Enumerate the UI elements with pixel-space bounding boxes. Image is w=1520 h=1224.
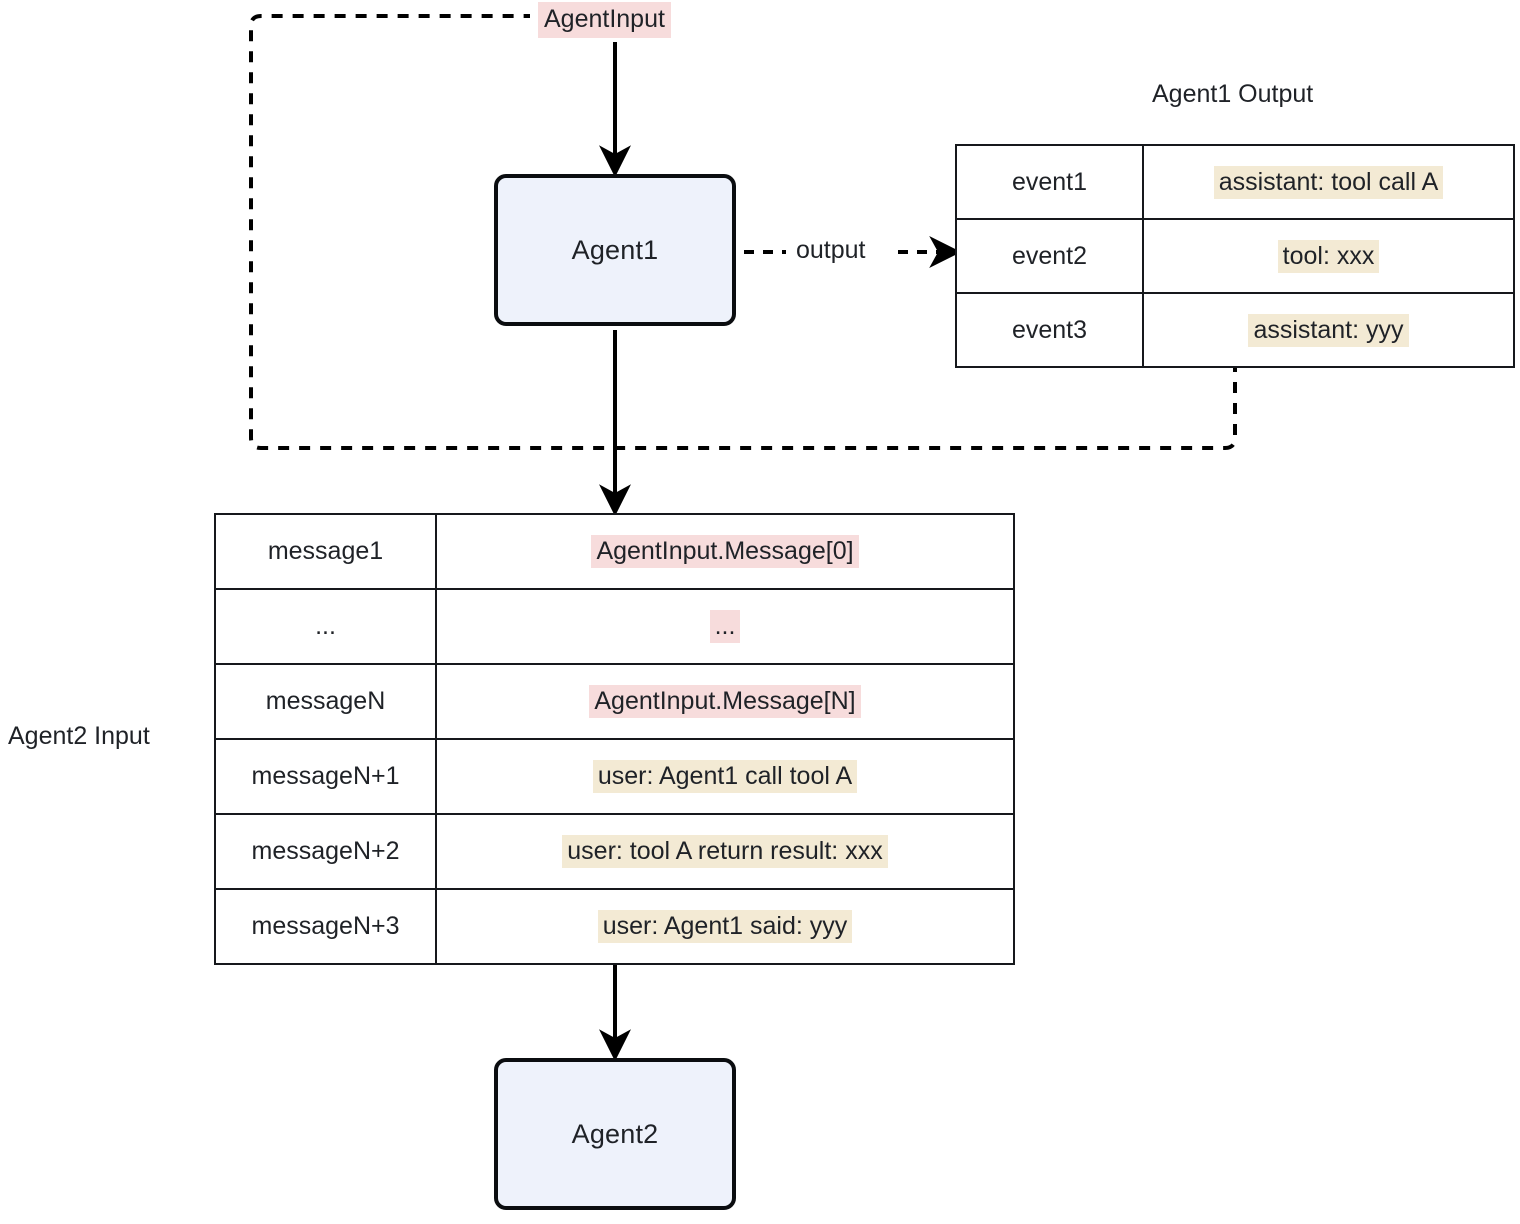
value-highlight: assistant: yyy: [1248, 313, 1409, 347]
value-highlight: tool: xxx: [1277, 239, 1380, 273]
agent2-input-value: ...: [435, 588, 1015, 665]
table-row: event2 tool: xxx: [955, 218, 1515, 294]
table-row: messageN+2 user: tool A return result: x…: [214, 813, 1015, 890]
agent2-input-key: messageN+3: [214, 888, 437, 965]
agent1-output-value: tool: xxx: [1142, 218, 1515, 294]
agent-input-label: AgentInput: [538, 2, 671, 38]
node-agent2-label: Agent2: [571, 1118, 659, 1149]
value-highlight: user: Agent1 call tool A: [592, 760, 858, 793]
agent2-input-value: user: Agent1 said: yyy: [435, 888, 1015, 965]
value-highlight: AgentInput.Message[N]: [589, 685, 861, 718]
agent2-input-title: Agent2 Input: [8, 722, 150, 750]
table-row: message1 AgentInput.Message[0]: [214, 513, 1015, 590]
table-row: ... ...: [214, 588, 1015, 665]
node-agent1[interactable]: Agent1: [494, 174, 736, 326]
agent1-output-value: assistant: yyy: [1142, 292, 1515, 368]
node-agent2[interactable]: Agent2: [494, 1058, 736, 1210]
agent2-input-table: message1 AgentInput.Message[0] ... ... m…: [214, 513, 1015, 965]
agent2-input-key: messageN+1: [214, 738, 437, 815]
agent2-input-key: message1: [214, 513, 437, 590]
agent2-input-key: ...: [214, 588, 437, 665]
node-agent1-label: Agent1: [571, 234, 659, 265]
value-highlight: user: Agent1 said: yyy: [597, 910, 853, 943]
table-row: messageN AgentInput.Message[N]: [214, 663, 1015, 740]
table-row: event1 assistant: tool call A: [955, 144, 1515, 220]
table-row: messageN+3 user: Agent1 said: yyy: [214, 888, 1015, 965]
agent2-input-value: user: Agent1 call tool A: [435, 738, 1015, 815]
output-edge-label: output: [789, 236, 873, 265]
table-row: event3 assistant: yyy: [955, 292, 1515, 368]
agent1-output-table: event1 assistant: tool call A event2 too…: [955, 144, 1515, 368]
value-highlight: ...: [709, 610, 741, 643]
value-highlight: user: tool A return result: xxx: [562, 835, 888, 868]
value-highlight: AgentInput.Message[0]: [591, 535, 859, 568]
agent2-input-key: messageN: [214, 663, 437, 740]
agent2-input-value: AgentInput.Message[N]: [435, 663, 1015, 740]
agent1-output-key: event3: [955, 292, 1144, 368]
agent1-output-key: event2: [955, 218, 1144, 294]
agent2-input-key: messageN+2: [214, 813, 437, 890]
table-row: messageN+1 user: Agent1 call tool A: [214, 738, 1015, 815]
agent1-output-value: assistant: tool call A: [1142, 144, 1515, 220]
agent1-output-title: Agent1 Output: [1152, 80, 1314, 108]
agent1-output-key: event1: [955, 144, 1144, 220]
agent2-input-value: user: tool A return result: xxx: [435, 813, 1015, 890]
agent2-input-value: AgentInput.Message[0]: [435, 513, 1015, 590]
value-highlight: assistant: tool call A: [1213, 165, 1444, 199]
